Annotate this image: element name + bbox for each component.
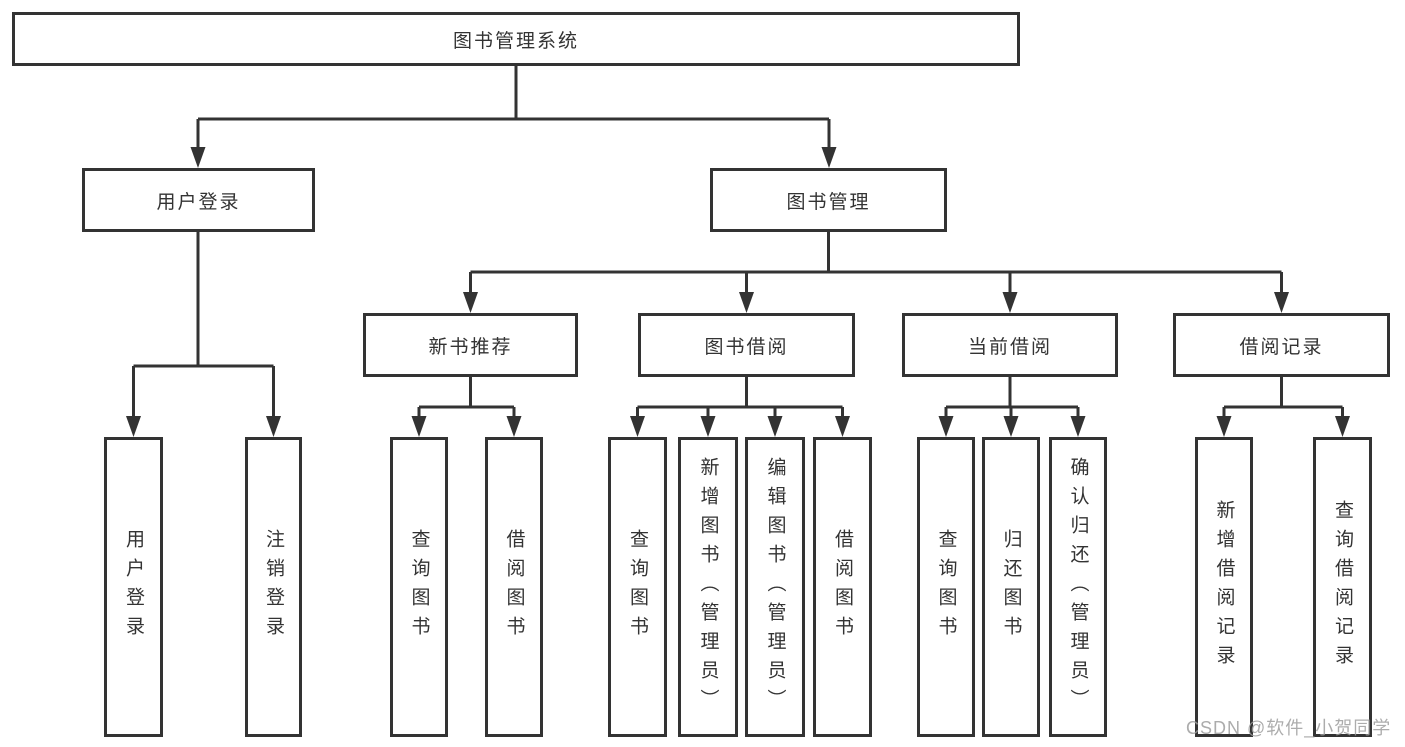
leaf-borrow-books-recommend-label: 借阅图书: [503, 529, 525, 645]
leaf-borrow-books: 借阅图书: [813, 437, 872, 737]
leaf-borrow-books-label: 借阅图书: [832, 529, 853, 645]
node-new-book-recommend: 新书推荐: [363, 313, 578, 377]
node-new-book-recommend-label: 新书推荐: [428, 336, 513, 358]
leaf-edit-books-admin: 编辑图书（管理员）: [745, 437, 805, 737]
leaf-query-books-borrowing: 查询图书: [608, 437, 667, 737]
leaf-user-login: 用户登录: [104, 437, 163, 737]
leaf-logout-label: 注销登录: [263, 529, 284, 645]
node-current-borrowing-label: 当前借阅: [967, 336, 1052, 358]
csdn-watermark: CSDN @软件_小贺同学: [1186, 718, 1392, 738]
node-borrowing-records: 借阅记录: [1173, 313, 1390, 377]
leaf-borrow-books-recommend: 借阅图书: [485, 437, 543, 737]
leaf-add-books-admin: 新增图书（管理员）: [678, 437, 738, 737]
leaf-query-books-borrowing-label: 查询图书: [627, 529, 648, 645]
node-book-management: 图书管理: [710, 168, 947, 232]
node-current-borrowing: 当前借阅: [902, 313, 1118, 377]
node-book-management-label: 图书管理: [786, 191, 871, 213]
leaf-query-borrow-record-label: 查询借阅记录: [1332, 500, 1353, 674]
leaf-user-login-label: 用户登录: [123, 529, 144, 645]
leaf-add-borrow-record: 新增借阅记录: [1195, 437, 1253, 737]
leaf-add-borrow-record-label: 新增借阅记录: [1213, 500, 1235, 674]
leaf-query-books-recommend-label: 查询图书: [408, 529, 430, 645]
leaf-return-books-label: 归还图书: [1000, 529, 1022, 645]
leaf-query-books-recommend: 查询图书: [390, 437, 448, 737]
leaf-query-borrow-record: 查询借阅记录: [1313, 437, 1372, 737]
node-book-borrowing: 图书借阅: [638, 313, 855, 377]
leaf-logout: 注销登录: [245, 437, 302, 737]
leaf-confirm-return-admin-label: 确认归还（管理员）: [1067, 456, 1089, 718]
node-user-login-label: 用户登录: [156, 191, 241, 213]
arrowheads: [126, 147, 1350, 437]
leaf-query-books-current: 查询图书: [917, 437, 975, 737]
leaf-query-books-current-label: 查询图书: [935, 529, 957, 645]
leaf-edit-books-admin-label: 编辑图书（管理员）: [764, 456, 786, 718]
leaf-confirm-return-admin: 确认归还（管理员）: [1049, 437, 1107, 737]
node-user-login: 用户登录: [82, 168, 315, 232]
node-borrowing-records-label: 借阅记录: [1239, 336, 1324, 358]
leaf-return-books: 归还图书: [982, 437, 1040, 737]
node-root-label: 图书管理系统: [452, 30, 579, 52]
node-root: 图书管理系统: [12, 12, 1020, 66]
leaf-add-books-admin-label: 新增图书（管理员）: [697, 456, 719, 718]
node-book-borrowing-label: 图书借阅: [704, 336, 789, 358]
